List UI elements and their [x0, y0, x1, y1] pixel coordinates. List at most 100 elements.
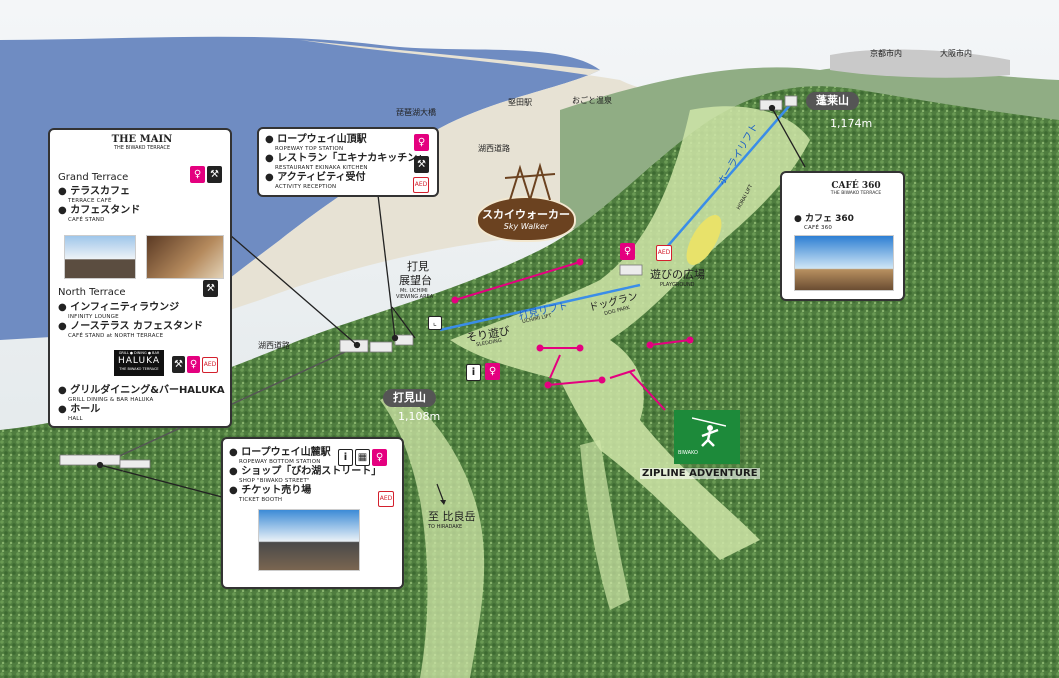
the-main-logo: THE MAIN THE BIWAKO TERRACE — [100, 134, 184, 151]
peak-uchimi-elevation: 1,108m — [398, 410, 441, 423]
item-jp: ショップ「びわ湖ストリート」 — [241, 466, 382, 477]
aed-icon: AED — [656, 245, 672, 261]
cafe-360-item: ● カフェ 360 CAFÉ 360 — [794, 213, 854, 232]
restaurant-icon: ⚒ — [203, 280, 218, 297]
cafe-360-photo — [794, 235, 894, 291]
list-item: ● ショップ「びわ湖ストリート」 — [229, 466, 382, 477]
list-item: ● アクティビティ受付 — [265, 172, 366, 183]
haluka-logo-sub: THE BIWAKO TERRACE — [119, 367, 159, 371]
item-en: CAFÉ STAND — [68, 217, 105, 223]
uchimi-view-jp1: 打見 — [407, 260, 429, 273]
ropeway-top-station-box: ● ロープウェイ山頂駅 ROPEWAY TOP STATION ● レストラン「… — [257, 127, 439, 197]
item-jp: ホール — [70, 404, 101, 415]
cafe-360-logo-sub: THE BIWAKO TERRACE — [830, 191, 882, 196]
item-jp: グリルダイニング&バーHALUKA — [70, 385, 225, 396]
uchimi-view-en1: Mt. UCHIMI — [400, 288, 428, 294]
buildings — [59, 95, 798, 469]
restaurant-icon: ⚒ — [207, 166, 222, 183]
list-item: ● レストラン「エキナカキッチン」 — [265, 153, 428, 164]
road-kosei-north: 湖西道路 — [478, 144, 510, 153]
list-item: ● チケット売り場 — [229, 485, 312, 496]
hiradake-label-en: TO HIRADAKE — [428, 524, 463, 530]
item-jp: カフェ 360 — [805, 214, 854, 224]
grand-terrace-icons: ♀⚒ — [188, 164, 222, 183]
haluka-icons: ⚒♀AED — [170, 354, 218, 373]
toilet-icon: ♀ — [414, 134, 429, 151]
list-item: ● カフェ 360 — [794, 214, 854, 224]
item-jp: アクティビティ受付 — [277, 172, 366, 183]
item-en: TICKET BOOTH — [239, 497, 283, 503]
north-terrace-icons: ⚒ — [201, 278, 218, 297]
aed-icon: AED — [378, 491, 394, 507]
toilet-icon: ♀ — [372, 449, 387, 466]
town-osaka: 大阪市内 — [940, 49, 972, 58]
slope-lower — [380, 390, 485, 678]
ropeway-bottom-station-box: ● ロープウェイ山麓駅 ROPEWAY BOTTOM STATION ● ショッ… — [221, 437, 404, 589]
list-item: ● インフィニティラウンジ — [58, 302, 180, 313]
list-item: ● ホール — [58, 404, 101, 415]
list-item: ● テラスカフェ — [58, 186, 131, 197]
toilet-icon: ♀ — [190, 166, 205, 183]
item-en: SHOP "BIWAKO STREET" — [239, 478, 310, 484]
uchimi-view-en2: VIEWING AREA — [396, 294, 434, 300]
list-item: ● ロープウェイ山麓駅 — [229, 447, 331, 458]
playground-label-jp: 遊びの広場 — [650, 268, 705, 281]
list-item: ● カフェスタンド — [58, 205, 141, 216]
north-terrace-list: ● インフィニティラウンジ INFINITY LOUNGE ● ノーステラス カ… — [58, 302, 203, 340]
list-item: ● ロープウェイ山頂駅 — [265, 134, 367, 145]
hiradake-arrow — [436, 483, 444, 501]
grand-terrace-heading: Grand Terrace — [58, 172, 129, 183]
uchimi-view-jp2: 展望台 — [399, 274, 432, 287]
item-jp: テラスカフェ — [70, 186, 131, 197]
playground-label-en: PLAYGROUND — [660, 282, 695, 288]
road-kosei: 湖西道路 — [258, 341, 290, 350]
haluka-logo-top: GRILL ● DINING ● BAR — [118, 351, 160, 355]
bottom-station-list: ● ロープウェイ山麓駅 ROPEWAY BOTTOM STATION ● ショッ… — [229, 447, 381, 504]
cafe-360-logo: CAFÉ 360 THE BIWAKO TERRACE — [810, 181, 902, 196]
toilet-icon: ♀ — [620, 243, 635, 260]
the-main-logo-sub: THE BIWAKO TERRACE — [113, 145, 171, 151]
peak-uchimi-name: 打見山 — [383, 389, 436, 407]
item-en: ACTIVITY RECEPTION — [275, 184, 337, 190]
terrace-cafe-photo — [64, 235, 136, 279]
bottom-station-photo — [258, 509, 360, 571]
zipline-logo-top: BIWAKO — [678, 450, 698, 456]
town-kyoto: 京都市内 — [870, 49, 902, 58]
horai-lift-line — [659, 104, 791, 256]
yellow-field — [686, 215, 722, 265]
lift-icon: ⌞ — [428, 316, 442, 330]
peak-horai-name: 蓬莱山 — [806, 92, 859, 110]
zipline-logo-name: ZIPLINE ADVENTURE — [640, 468, 760, 479]
leader-lines — [96, 104, 806, 498]
zipline-lines — [451, 258, 694, 411]
locker-icon: ▦ — [355, 449, 370, 466]
item-jp: インフィニティラウンジ — [70, 302, 180, 313]
aed-icon: AED — [202, 356, 218, 373]
cafe-360-logo-title: CAFÉ 360 — [831, 181, 881, 191]
item-jp: ロープウェイ山頂駅 — [277, 134, 367, 145]
restaurant-icon: ⚒ — [414, 156, 429, 173]
list-item: ● ノーステラス カフェスタンド — [58, 321, 203, 332]
town-katata: 堅田駅 — [508, 98, 532, 107]
item-jp: ロープウェイ山麓駅 — [241, 447, 331, 458]
item-en: CAFÉ STAND at NORTH TERRACE — [68, 333, 164, 339]
item-en: ROPEWAY TOP STATION — [275, 146, 344, 152]
item-jp: チケット売り場 — [241, 485, 312, 496]
item-en: GRILL DINING & BAR HALUKA — [68, 397, 154, 403]
item-en: RESTAURANT EKINAKA KITCHEN — [275, 165, 368, 171]
uchimi-lift-line — [439, 283, 641, 332]
info-icon: i — [338, 449, 353, 466]
item-en: CAFÉ 360 — [804, 225, 833, 231]
the-main-logo-title: THE MAIN — [111, 134, 173, 145]
skywalker-logo[interactable]: スカイウォーカー Sky Walker — [476, 196, 576, 242]
bottom-station-icons: i▦♀ — [336, 447, 387, 466]
zipline-person-icon — [692, 417, 726, 447]
haluka-logo-name: HALUKA — [118, 356, 160, 366]
item-jp: ノーステラス カフェスタンド — [70, 321, 203, 332]
top-station-list: ● ロープウェイ山頂駅 ROPEWAY TOP STATION ● レストラン「… — [265, 134, 427, 191]
skywalker-tower-icon — [504, 162, 556, 200]
hiradake-label-jp: 至 比良岳 — [428, 510, 476, 523]
zipline-adventure-logo[interactable]: BIWAKO — [674, 410, 740, 464]
toilet-icon: ♀ — [187, 356, 200, 373]
haluka-list: ● グリルダイニング&バーHALUKA GRILL DINING & BAR H… — [58, 385, 225, 423]
